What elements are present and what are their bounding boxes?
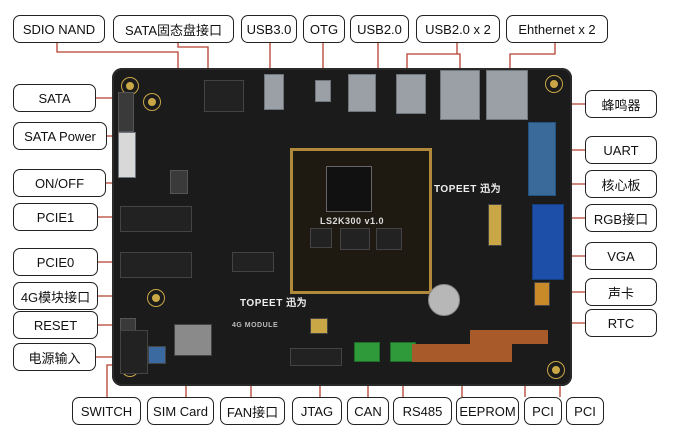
usb2-port (348, 74, 376, 112)
audio-jack (534, 282, 550, 306)
label-usb3: USB3.0 (241, 15, 297, 43)
fan-connector (310, 318, 328, 334)
memory-chip (310, 228, 332, 248)
usb2-dual-port (396, 74, 426, 114)
label-sim-card: SIM Card (147, 397, 214, 425)
jtag-header (290, 348, 342, 366)
label-sata: SATA (13, 84, 96, 112)
label-core-board: 核心板 (585, 170, 657, 198)
label-vga: VGA (585, 242, 657, 270)
mount-hole (548, 362, 564, 378)
on-off-switch (170, 170, 188, 194)
memory-chip (340, 228, 370, 250)
brand-mark: TOPEET 迅为 (434, 184, 502, 195)
label-usb2: USB2.0 (350, 15, 409, 43)
chip-mark: LS2K300 v1.0 (320, 216, 385, 226)
label-pcie1: PCIE1 (13, 203, 98, 231)
label-sata-power: SATA Power (13, 122, 107, 150)
memory-chip (376, 228, 402, 250)
label-ethernet: Ehthernet x 2 (506, 15, 608, 43)
label-eeprom: EEPROM (456, 397, 519, 425)
label-buzzer: 蜂鸣器 (585, 90, 657, 118)
mount-hole (148, 290, 164, 306)
pcie0-slot (120, 252, 192, 278)
ethernet-port-1 (440, 70, 480, 120)
label-pcie0: PCIE0 (13, 248, 98, 276)
usb3-port (264, 74, 284, 110)
label-audio: 声卡 (585, 278, 657, 306)
label-reset: RESET (13, 311, 98, 339)
brand-mark: TOPEET 迅为 (240, 298, 308, 309)
label-sata-ssd: SATA固态盘接口 (113, 15, 234, 43)
uart-connector (528, 122, 556, 196)
label-pci-2: PCI (566, 397, 604, 425)
sata-connector (118, 92, 134, 132)
label-4g-module: 4G模块接口 (13, 282, 98, 310)
label-pci-1: PCI (524, 397, 562, 425)
label-can: CAN (347, 397, 389, 425)
label-rtc: RTC (585, 309, 657, 337)
mount-hole (144, 94, 160, 110)
label-switch: SWITCH (72, 397, 141, 425)
sata-ssd-connector (204, 80, 244, 112)
power-jack (120, 330, 148, 374)
core-board (290, 148, 432, 294)
label-sdio-nand: SDIO NAND (13, 15, 105, 43)
vga-connector (532, 204, 564, 280)
label-usb2-x2: USB2.0 x 2 (416, 15, 500, 43)
otg-port (315, 80, 331, 102)
rgb-connector (488, 204, 502, 246)
label-jtag: JTAG (292, 397, 342, 425)
cpu-chip (326, 166, 372, 212)
ethernet-port-2 (486, 70, 528, 120)
label-rgb: RGB接口 (585, 204, 657, 232)
pcie1-slot (120, 206, 192, 232)
label-rs485: RS485 (393, 397, 452, 425)
label-otg: OTG (303, 15, 345, 43)
4g-module-connector (232, 252, 274, 272)
label-power-input: 电源输入 (13, 343, 96, 371)
module-mark: 4G MODULE (232, 322, 279, 329)
mount-hole (122, 78, 138, 94)
pci-header-2 (470, 330, 548, 344)
label-fan: FAN接口 (220, 397, 285, 425)
can-terminal (354, 342, 380, 362)
sim-card-slot (174, 324, 212, 356)
label-uart: UART (585, 136, 657, 164)
switch (148, 346, 166, 364)
mount-hole (546, 76, 562, 92)
rtc-battery (428, 284, 460, 316)
label-on-off: ON/OFF (13, 169, 106, 197)
sata-power-connector (118, 132, 136, 178)
pci-header-1 (412, 344, 512, 362)
